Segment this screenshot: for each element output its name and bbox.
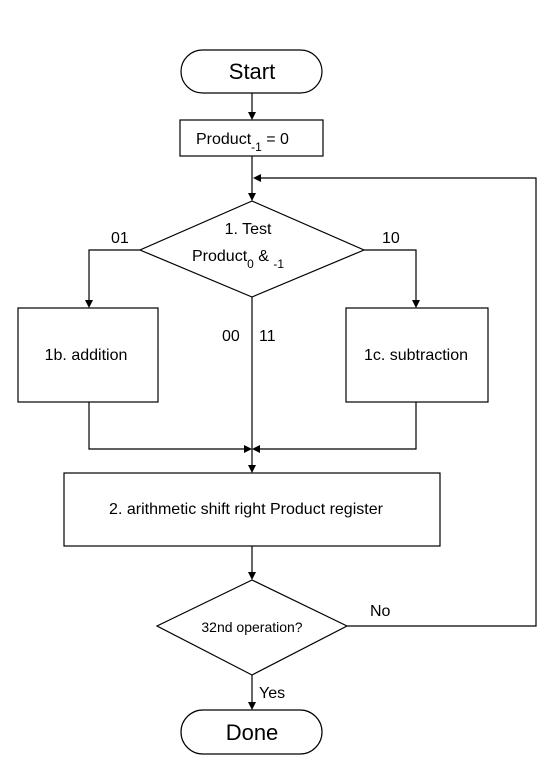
check-decision: 32nd operation?: [155, 579, 349, 676]
test-decision: 1. Test Product0 & -1: [138, 200, 366, 298]
branch-00-label: 00: [222, 328, 240, 345]
shift-box: 2. arithmetic shift right Product regist…: [63, 472, 441, 547]
addition-label: 1b. addition: [45, 347, 128, 364]
init-sub: -1: [251, 140, 262, 154]
no-label: No: [370, 603, 391, 620]
subtraction-label: 1c. subtraction: [364, 347, 468, 364]
start-terminator: Start: [180, 49, 323, 94]
connector-shift-to-check: [248, 546, 256, 580]
check-label: 32nd operation?: [201, 619, 302, 635]
connector-subtraction-merge: [252, 402, 417, 453]
connector-addition-merge: [88, 402, 252, 453]
subtraction-box: 1c. subtraction: [345, 307, 489, 403]
test-sub1: -1: [273, 257, 284, 271]
connector-01-to-addition: [85, 249, 140, 308]
init-rest: = 0: [262, 131, 289, 148]
init-label: Product-1 = 0: [196, 131, 289, 154]
connector-00-11-down: [248, 297, 256, 473]
addition-box: 1b. addition: [17, 307, 159, 403]
init-box: Product-1 = 0: [179, 119, 324, 157]
shift-label: 2. arithmetic shift right Product regist…: [109, 501, 384, 518]
loop-back-connector: [253, 174, 537, 627]
start-label: Start: [229, 59, 275, 84]
init-main: Product: [196, 131, 252, 148]
branch-11-label: 11: [259, 328, 276, 345]
done-label: Done: [226, 720, 279, 745]
test-line1: 1. Test: [225, 221, 272, 238]
connector-check-to-done: [248, 675, 256, 710]
connector-10-to-subtraction: [364, 249, 420, 308]
test-amp: &: [254, 248, 274, 265]
connector-start-to-init: [248, 93, 256, 120]
branch-01-label: 01: [111, 230, 129, 247]
test-sub0: 0: [247, 257, 254, 271]
test-line2: Product0 & -1: [192, 248, 284, 271]
connector-init-to-test: [248, 156, 256, 201]
done-terminator: Done: [180, 709, 323, 755]
test-product: Product: [192, 248, 248, 265]
branch-10-label: 10: [382, 230, 400, 247]
yes-label: Yes: [259, 685, 285, 702]
